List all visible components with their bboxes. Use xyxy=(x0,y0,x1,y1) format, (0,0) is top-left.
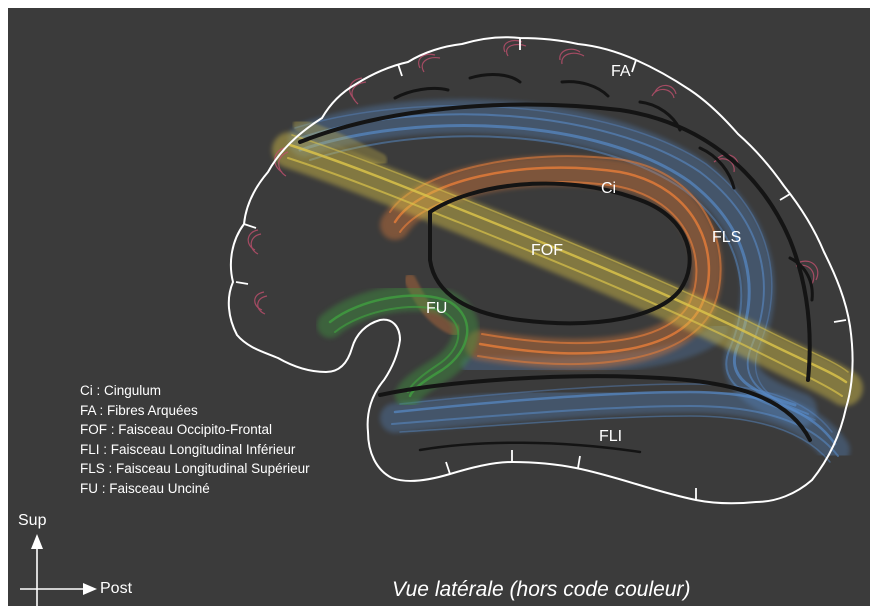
legend-item-fa: FA : Fibres Arquées xyxy=(80,402,198,418)
legend-item-fof: FOF : Faisceau Occipito-Frontal xyxy=(80,422,273,437)
label-ci: Ci xyxy=(601,180,616,197)
fof-tract xyxy=(272,118,863,406)
legend-item-ci: Ci : Cingulum xyxy=(80,383,162,398)
label-fli: FLI xyxy=(599,428,622,445)
brain-outline-group xyxy=(227,36,854,505)
orientation-axes xyxy=(20,548,92,608)
arrow-right-icon xyxy=(83,583,97,595)
legend: Ci : Cingulum FA : Fibres Arquées FOF : … xyxy=(80,381,400,498)
label-fa: FA xyxy=(611,63,631,80)
figure-caption: Vue latérale (hors code couleur) xyxy=(392,578,691,601)
legend-item-fli: FLI : Faisceau Longitudinal Inférieur xyxy=(80,441,296,457)
label-fof: FOF xyxy=(531,242,563,259)
brain-outline xyxy=(227,36,854,505)
arrow-up-icon xyxy=(31,534,43,549)
cortical-sulci xyxy=(298,73,814,454)
label-fls: FLS xyxy=(712,229,741,246)
orientation-post-label: Post xyxy=(100,580,133,597)
legend-item-fls: FLS : Faisceau Longitudinal Supérieur xyxy=(80,461,310,476)
legend-item-fu: FU : Faisceau Unciné xyxy=(80,480,210,496)
orientation-sup-label: Sup xyxy=(18,512,47,529)
label-fu: FU xyxy=(426,300,447,317)
fu-tract xyxy=(317,284,479,408)
